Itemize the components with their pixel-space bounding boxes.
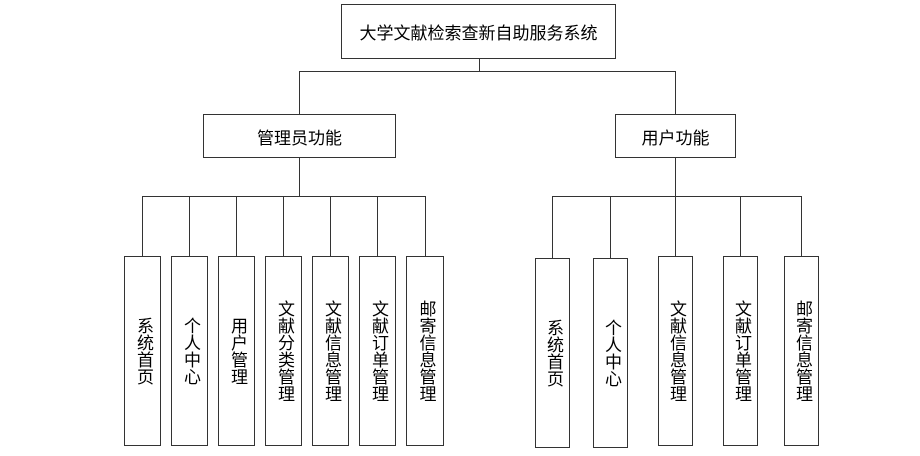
leaf-node: 个人中心 <box>593 258 628 448</box>
leaf-node-label: 系统首页 <box>543 319 563 387</box>
leaf-node-label: 系统首页 <box>133 317 153 385</box>
connector <box>299 71 676 72</box>
connector <box>425 196 426 256</box>
leaf-node-label: 文献订单管理 <box>731 300 751 402</box>
group-node-admin: 管理员功能 <box>203 114 396 158</box>
connector <box>283 196 284 256</box>
connector <box>610 196 611 258</box>
leaf-node-label: 文献订单管理 <box>368 300 388 402</box>
connector <box>142 196 426 197</box>
leaf-node-label: 个人中心 <box>180 317 200 385</box>
leaf-node: 文献订单管理 <box>359 256 396 446</box>
connector <box>330 196 331 256</box>
connector <box>675 157 676 197</box>
leaf-node-label: 用户管理 <box>227 317 247 385</box>
leaf-node-label: 文献信息管理 <box>666 300 686 402</box>
leaf-node: 系统首页 <box>124 256 161 446</box>
connector <box>675 196 676 256</box>
connector <box>299 157 300 197</box>
connector <box>299 71 300 114</box>
leaf-node: 邮寄信息管理 <box>406 256 444 446</box>
connector <box>377 196 378 256</box>
leaf-node: 邮寄信息管理 <box>784 256 819 446</box>
connector <box>675 71 676 114</box>
connector <box>189 196 190 256</box>
connector <box>552 196 802 197</box>
connector <box>236 196 237 256</box>
leaf-node-label: 邮寄信息管理 <box>415 300 436 402</box>
leaf-node: 系统首页 <box>535 258 570 448</box>
connector <box>740 196 741 256</box>
connector <box>142 196 143 256</box>
leaf-node: 个人中心 <box>171 256 208 446</box>
leaf-node: 文献订单管理 <box>723 256 758 446</box>
leaf-node-label: 文献信息管理 <box>321 300 341 402</box>
leaf-node: 用户管理 <box>218 256 255 446</box>
leaf-node: 文献分类管理 <box>265 256 302 446</box>
leaf-node-label: 文献分类管理 <box>274 300 294 402</box>
connector <box>479 58 480 72</box>
group-node-label: 管理员功能 <box>257 128 342 149</box>
leaf-node: 文献信息管理 <box>658 256 693 446</box>
connector <box>552 196 553 258</box>
root-node: 大学文献检索查新自助服务系统 <box>341 4 616 59</box>
group-node-user: 用户功能 <box>615 114 736 158</box>
root-node-label: 大学文献检索查新自助服务系统 <box>359 24 598 44</box>
leaf-node-label: 邮寄信息管理 <box>792 300 812 402</box>
group-node-label: 用户功能 <box>641 128 710 149</box>
leaf-node: 文献信息管理 <box>312 256 349 446</box>
leaf-node-label: 个人中心 <box>601 319 621 387</box>
connector <box>801 196 802 256</box>
